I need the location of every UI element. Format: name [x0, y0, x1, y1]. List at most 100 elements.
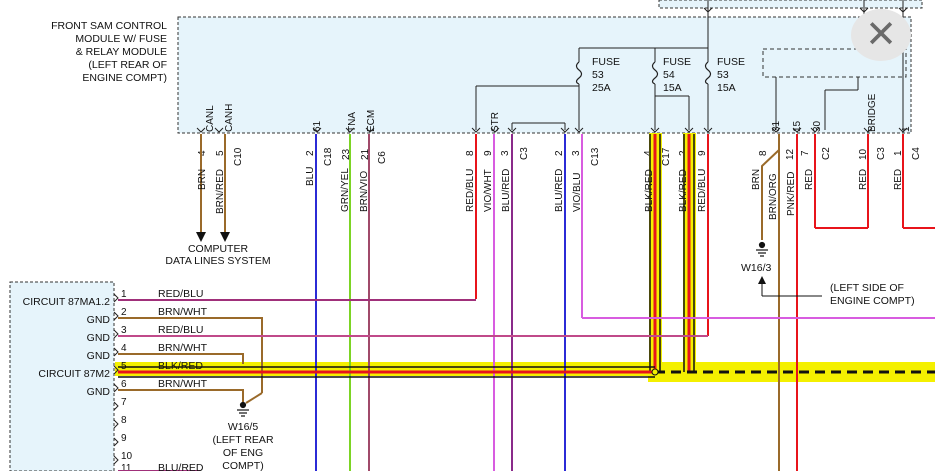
svg-text:12: 12 [785, 148, 796, 160]
svg-text:54: 54 [663, 69, 675, 81]
svg-text:BRN: BRN [197, 169, 208, 190]
svg-text:15A: 15A [663, 82, 682, 94]
left-module-box [9, 281, 115, 471]
svg-text:CANL: CANL [205, 105, 216, 132]
svg-text:GND: GND [87, 332, 111, 344]
left-circuit-labels: CIRCUIT 87MA1.2 GND GND GND CIRCUIT 87M2… [23, 296, 111, 398]
svg-text:4: 4 [121, 343, 127, 354]
svg-text:OF ENG: OF ENG [223, 447, 263, 459]
svg-text:9: 9 [697, 150, 708, 156]
svg-text:53: 53 [717, 69, 729, 81]
svg-text:C6: C6 [377, 151, 388, 164]
svg-text:BRIDGE: BRIDGE [867, 93, 878, 132]
svg-text:(LEFT SIDE OF: (LEFT SIDE OF [830, 282, 904, 294]
connector-ids: C10 C18 C6 C3 C13 C17 C2 C3 C4 [233, 147, 922, 166]
svg-text:RED/BLU: RED/BLU [158, 288, 204, 300]
svg-text:4: 4 [643, 150, 654, 156]
svg-text:BRN/WHT: BRN/WHT [158, 306, 208, 318]
svg-text:10: 10 [121, 451, 133, 462]
svg-text:25A: 25A [592, 82, 611, 94]
svg-text:8: 8 [465, 150, 476, 156]
svg-text:11: 11 [121, 463, 132, 471]
svg-text:C4: C4 [911, 147, 922, 160]
svg-text:6: 6 [121, 379, 127, 390]
svg-text:15: 15 [792, 120, 803, 132]
svg-text:9: 9 [483, 150, 494, 156]
fuse-53-25a-icon [575, 61, 583, 85]
computer-data-lines-label: COMPUTER DATA LINES SYSTEM [165, 243, 270, 267]
svg-text:(LEFT REAR: (LEFT REAR [212, 434, 273, 446]
svg-text:BRN/RED: BRN/RED [215, 169, 226, 214]
svg-text:8: 8 [121, 415, 127, 426]
svg-text:STR: STR [490, 112, 501, 132]
fuse-labels: FUSE 53 25A FUSE 54 15A FUSE 53 15A [592, 56, 745, 94]
left-pin-numbers: 1 2 3 4 5 6 7 8 9 10 11 [121, 289, 133, 471]
svg-text:DATA LINES SYSTEM: DATA LINES SYSTEM [165, 255, 270, 267]
svg-text:23: 23 [341, 148, 352, 160]
svg-text:7: 7 [121, 397, 127, 408]
svg-text:2: 2 [305, 150, 316, 156]
svg-text:ECM: ECM [366, 110, 377, 132]
sam-module-box [177, 16, 912, 134]
fuse-53-15a-icon [704, 61, 712, 85]
svg-text:BLK/RED: BLK/RED [678, 169, 689, 212]
svg-text:BRN/VIO: BRN/VIO [359, 171, 370, 212]
module-bottom-pins [196, 127, 908, 133]
wire-color-labels: BRN BRN/RED BLU GRN/YEL BRN/VIO RED/BLU … [197, 167, 904, 220]
svg-text:C18: C18 [323, 147, 334, 166]
left-side-arrow-icon [758, 276, 766, 284]
ground-w16-5-icon [237, 392, 263, 417]
svg-text:3: 3 [500, 150, 511, 156]
svg-text:BLK/RED: BLK/RED [158, 360, 203, 372]
svg-text:RED: RED [893, 169, 904, 190]
svg-text:C10: C10 [233, 147, 244, 166]
ground-w16-5-label: W16/5 (LEFT REAR OF ENG COMPT) [212, 421, 273, 471]
module-title: FRONT SAM CONTROL MODULE W/ FUSE & RELAY… [51, 20, 167, 84]
svg-text:ENGINE COMPT): ENGINE COMPT) [82, 72, 167, 84]
svg-text:BRN: BRN [751, 169, 762, 190]
svg-text:3: 3 [121, 325, 127, 336]
svg-text:2: 2 [121, 307, 127, 318]
svg-text:BRN/WHT: BRN/WHT [158, 342, 208, 354]
svg-text:4: 4 [197, 150, 208, 156]
svg-text:GND: GND [87, 350, 111, 362]
svg-text:BLU/RED: BLU/RED [158, 462, 204, 471]
svg-text:FRONT SAM CONTROL: FRONT SAM CONTROL [51, 20, 167, 32]
left-wire-color-labels: RED/BLU BRN/WHT RED/BLU BRN/WHT BLK/RED … [158, 288, 208, 471]
svg-text:C17: C17 [661, 147, 672, 166]
svg-text:FUSE: FUSE [663, 56, 691, 68]
svg-text:RED/BLU: RED/BLU [697, 169, 708, 212]
svg-text:1: 1 [893, 150, 904, 156]
left-side-pointer [761, 280, 822, 297]
left-side-note: (LEFT SIDE OF ENGINE COMPT) [830, 282, 915, 307]
svg-text:W16/5: W16/5 [228, 421, 259, 433]
svg-text:BLU/RED: BLU/RED [554, 169, 565, 212]
svg-text:CIRCUIT 87MA1.2: CIRCUIT 87MA1.2 [23, 296, 110, 308]
svg-text:& RELAY MODULE: & RELAY MODULE [76, 46, 167, 58]
wire-h-brn-wht-6 [118, 389, 244, 402]
svg-text:GND: GND [87, 314, 111, 326]
close-button[interactable]: ✕ [851, 9, 911, 61]
svg-text:COMPT): COMPT) [222, 460, 263, 471]
svg-text:BLU: BLU [305, 167, 316, 186]
svg-text:31: 31 [771, 120, 782, 132]
svg-text:TNA: TNA [347, 112, 358, 132]
svg-text:C13: C13 [590, 147, 601, 166]
svg-text:BLK/RED: BLK/RED [644, 169, 655, 212]
horizontal-wires [118, 299, 935, 471]
svg-text:RED/BLU: RED/BLU [158, 324, 204, 336]
svg-text:(LEFT REAR OF: (LEFT REAR OF [88, 59, 167, 71]
svg-text:9: 9 [121, 433, 127, 444]
svg-text:ENGINE COMPT): ENGINE COMPT) [830, 295, 915, 307]
fuse-54-15a-icon [651, 61, 659, 85]
blk-red-wires [649, 134, 695, 372]
svg-text:21: 21 [360, 148, 371, 160]
svg-text:FUSE: FUSE [592, 56, 620, 68]
svg-text:BRN/ORG: BRN/ORG [768, 173, 779, 220]
svg-text:BLU/RED: BLU/RED [501, 169, 512, 212]
svg-text:10: 10 [858, 148, 869, 160]
svg-text:GND: GND [87, 386, 111, 398]
svg-text:C3: C3 [876, 147, 887, 160]
ground-w16-3-icon [756, 241, 768, 257]
